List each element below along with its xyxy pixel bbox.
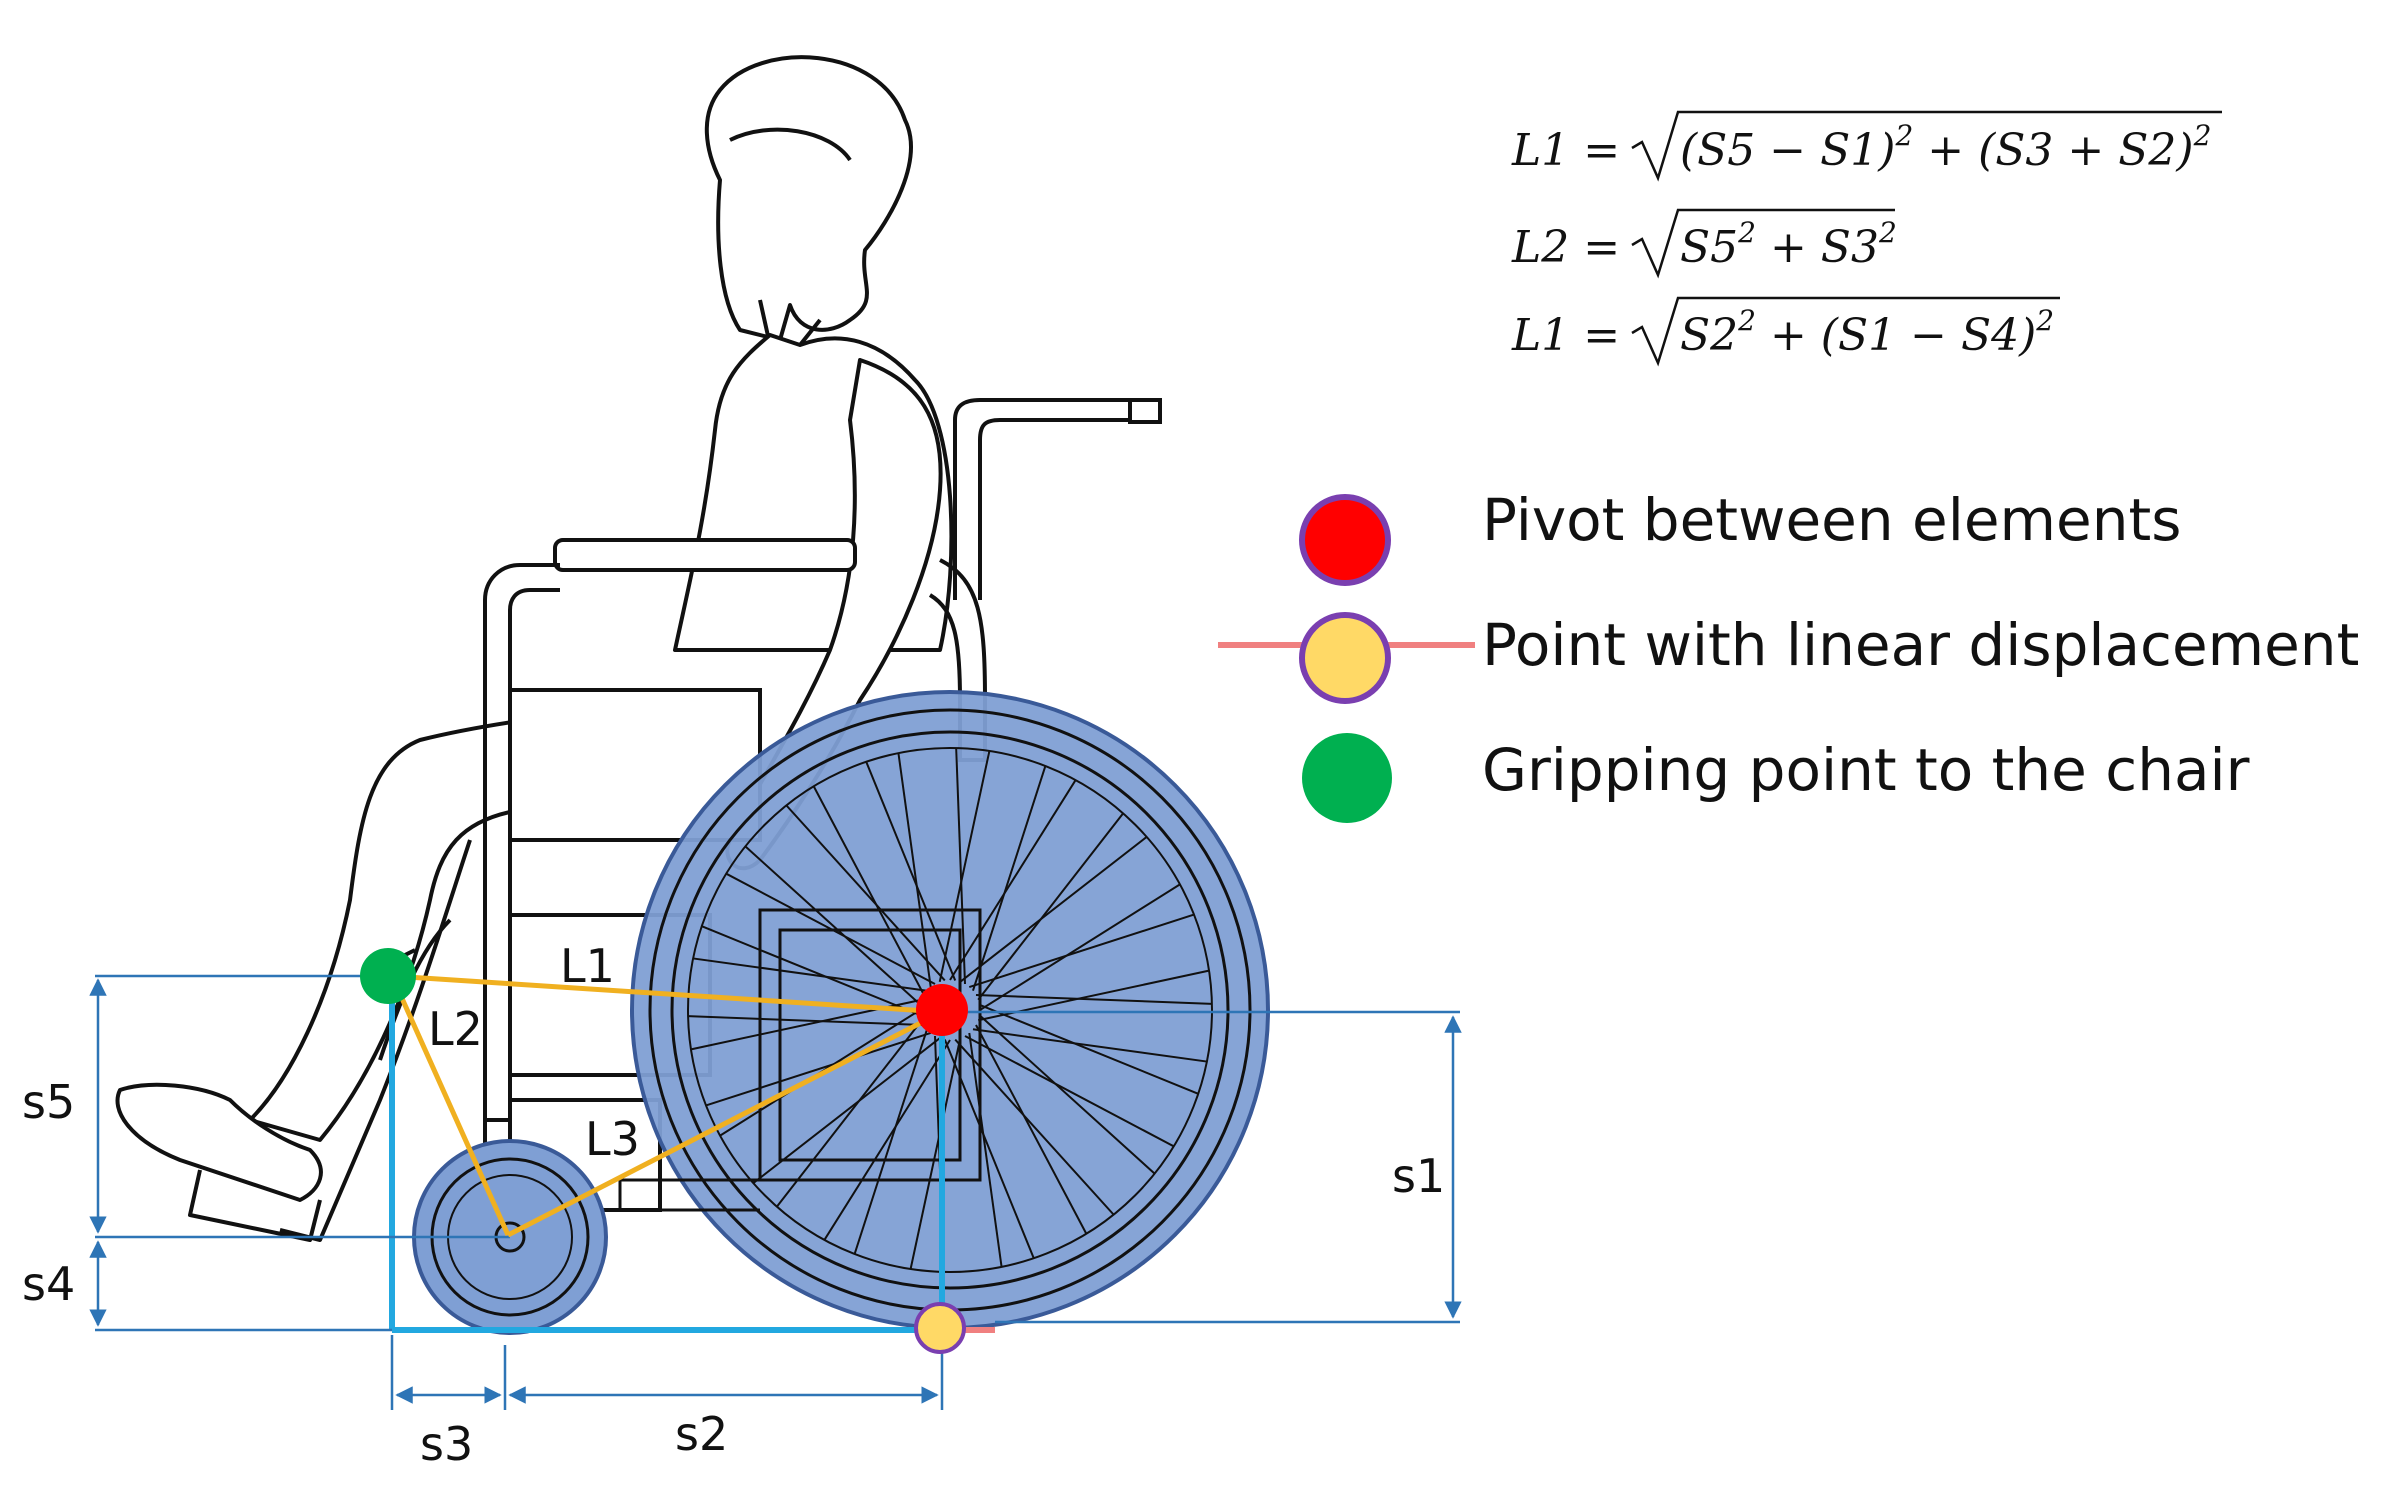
dim-label-s1: s1 xyxy=(1392,1149,1445,1203)
wheel-spoke xyxy=(865,761,957,981)
wheel-spoke xyxy=(964,1035,1175,1148)
linear-point-marker xyxy=(914,1302,966,1354)
wheel-spoke xyxy=(744,845,922,1006)
wheel-spoke xyxy=(959,836,1148,983)
dim-label-s4: s4 xyxy=(22,1257,75,1311)
wheel-spoke xyxy=(972,765,1047,992)
wheel-spoke xyxy=(823,1039,951,1241)
wheel-spoke xyxy=(812,785,925,996)
wheel-spoke xyxy=(705,1032,932,1107)
kinematic-links xyxy=(389,973,944,1238)
wheel-spoke xyxy=(909,1037,962,1270)
equation-2: L2 = S52 + S32 xyxy=(1511,208,1897,279)
svg-text:S52 + S32: S52 + S32 xyxy=(1680,216,1897,273)
wheel-spoke xyxy=(938,750,991,983)
link-label-l2: L2 xyxy=(428,1002,483,1056)
dim-label-s3: s3 xyxy=(420,1417,473,1471)
pivot-marker xyxy=(916,984,968,1036)
reference-lines xyxy=(389,976,945,1333)
wheel-spoke xyxy=(853,1028,928,1255)
wheel-spoke xyxy=(978,1014,1156,1175)
legend-linear-label: Point with linear displacement xyxy=(1482,611,2359,679)
wheel-spoke xyxy=(975,994,1212,1005)
wheel-spoke xyxy=(692,957,928,992)
wheel-spoke xyxy=(968,1032,1003,1268)
wheel-spoke xyxy=(954,1038,1115,1216)
wheel-spoke xyxy=(701,925,921,1017)
equation-3: L1 = S22 + (S1 − S4)2 xyxy=(1511,296,2060,367)
wheel-spoke xyxy=(968,913,1195,988)
dim-label-s2: s2 xyxy=(675,1407,728,1461)
dimension-lines xyxy=(89,974,1462,1410)
equation-1: L1 = (S5 − S1)2 + (S3 + S2)2 xyxy=(1511,110,2222,182)
legend-grip-label: Gripping point to the chair xyxy=(1482,736,2250,804)
wheel-spoke xyxy=(979,883,1181,1011)
wheel-spoke xyxy=(955,748,966,985)
svg-text:L1 =: L1 = xyxy=(1511,310,1620,361)
legend: Pivot between elements Point with linear… xyxy=(1218,486,2359,823)
legend-linear-icon xyxy=(1299,612,1391,704)
wheel-spoke xyxy=(897,752,932,988)
dim-label-s5: s5 xyxy=(22,1075,75,1129)
wheel-spoke xyxy=(949,779,1077,981)
wheel-spoke xyxy=(977,812,1124,1001)
svg-text:L1 =: L1 = xyxy=(1511,125,1620,176)
wheel-spoke xyxy=(785,804,946,982)
wheel-spoke xyxy=(979,1003,1199,1095)
grip-point-marker xyxy=(360,948,416,1004)
wheel-spoke xyxy=(776,1019,923,1208)
link-label-l3: L3 xyxy=(585,1112,640,1166)
legend-pivot-icon xyxy=(1299,494,1391,586)
wheel-spoke xyxy=(688,1015,925,1026)
wheel-spoke xyxy=(975,1024,1088,1235)
link-label-l1: L1 xyxy=(560,939,615,993)
svg-text:(S5 − S1)2 + (S3 + S2)2: (S5 − S1)2 + (S3 + S2)2 xyxy=(1680,119,2211,176)
legend-grip-icon xyxy=(1302,733,1392,823)
wheel-spoke xyxy=(972,1028,1208,1063)
svg-text:L2 =: L2 = xyxy=(1511,222,1620,273)
legend-pivot-label: Pivot between elements xyxy=(1482,486,2181,554)
svg-text:S22 + (S1 − S4)2: S22 + (S1 − S4)2 xyxy=(1680,304,2054,361)
wheelchair-frame xyxy=(378,398,1162,1212)
